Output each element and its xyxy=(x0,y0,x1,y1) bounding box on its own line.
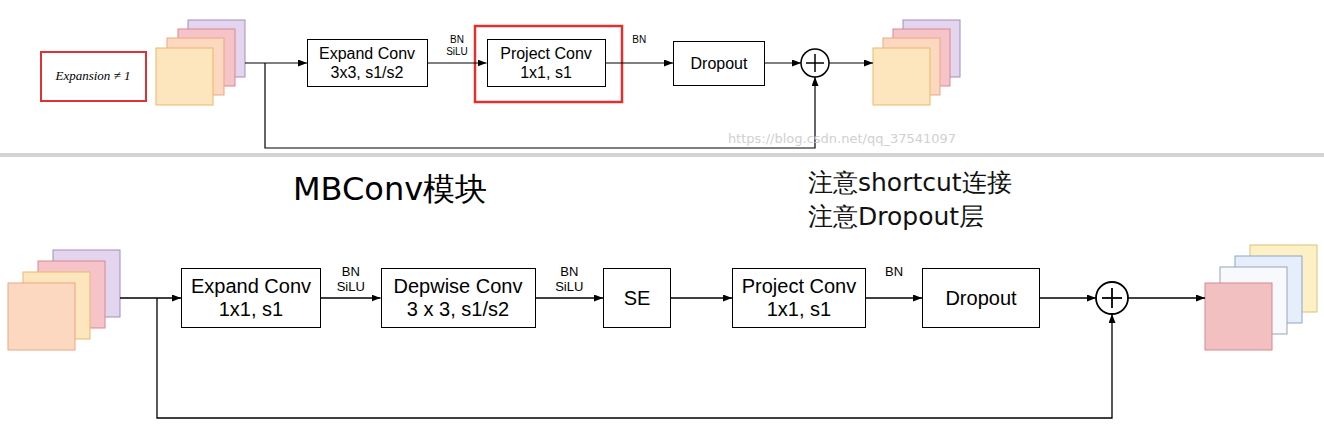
watermark: https://blog.csdn.net/qq_37541097 xyxy=(728,131,956,146)
feature-map-stack xyxy=(1205,245,1317,350)
layer-box: Depwise Conv3 x 3, s1/s2 xyxy=(381,268,536,328)
output-arrow xyxy=(829,62,873,63)
add-symbol xyxy=(801,49,829,77)
box-text: 1x1, s1 xyxy=(767,298,831,321)
box-text: Expand Conv xyxy=(319,44,415,63)
condition-box: Expansion ≠ 1 xyxy=(40,51,147,102)
connector-arrow xyxy=(866,297,922,298)
input-arrow xyxy=(120,297,181,298)
highlight-frame xyxy=(475,26,622,102)
box-text: Dropout xyxy=(691,54,748,73)
box-text: Project Conv xyxy=(742,275,857,298)
edge-label: BN xyxy=(885,265,903,280)
dropout-box: Dropout xyxy=(673,41,765,86)
box-text: 3x3, s1/s2 xyxy=(331,63,404,82)
connector-arrow xyxy=(321,297,381,298)
input-arrow xyxy=(245,62,307,63)
box-text: 1x1, s1 xyxy=(520,63,572,82)
section-separator xyxy=(0,153,1324,157)
edge-label: BN xyxy=(632,34,646,46)
feature-map-stack xyxy=(8,250,120,350)
note-text: 注意shortcut连接 xyxy=(808,166,1012,199)
layer-box: Project Conv1x1, s1 xyxy=(487,39,606,87)
add-symbol xyxy=(1096,282,1128,314)
box-text: Dropout xyxy=(945,287,1016,310)
box-text: 3 x 3, s1/s2 xyxy=(407,298,509,321)
sum-arrow xyxy=(1040,297,1096,298)
dropout-box: Dropout xyxy=(922,268,1040,328)
se-box: SE xyxy=(603,268,671,328)
sum-arrow xyxy=(765,62,801,63)
box-text: SE xyxy=(624,287,651,310)
diagram-title: MBConv模块 xyxy=(293,168,487,212)
note-text: 注意Dropout层 xyxy=(808,200,984,233)
box-text: 1x1, s1 xyxy=(219,298,283,321)
feature-map-stack xyxy=(156,20,245,105)
box-text: Expand Conv xyxy=(191,275,311,298)
edge-label: BN SiLU xyxy=(446,34,468,57)
layer-box: Project Conv1x1, s1 xyxy=(732,268,866,328)
box-text: Project Conv xyxy=(500,44,592,63)
layer-box: Expand Conv3x3, s1/s2 xyxy=(307,39,428,87)
edge-label: BN SiLU xyxy=(555,265,583,295)
connector-arrow xyxy=(606,62,674,63)
box-text: Depwise Conv xyxy=(394,275,523,298)
box-text: Expansion ≠ 1 xyxy=(55,68,130,84)
layer-box: Expand Conv1x1, s1 xyxy=(181,268,321,328)
connector-arrow xyxy=(671,297,732,298)
connector-arrow xyxy=(428,62,487,63)
feature-map-stack xyxy=(873,20,960,105)
output-arrow xyxy=(1128,297,1205,298)
connector-arrow xyxy=(536,297,604,298)
edge-label: BN SiLU xyxy=(337,265,365,295)
